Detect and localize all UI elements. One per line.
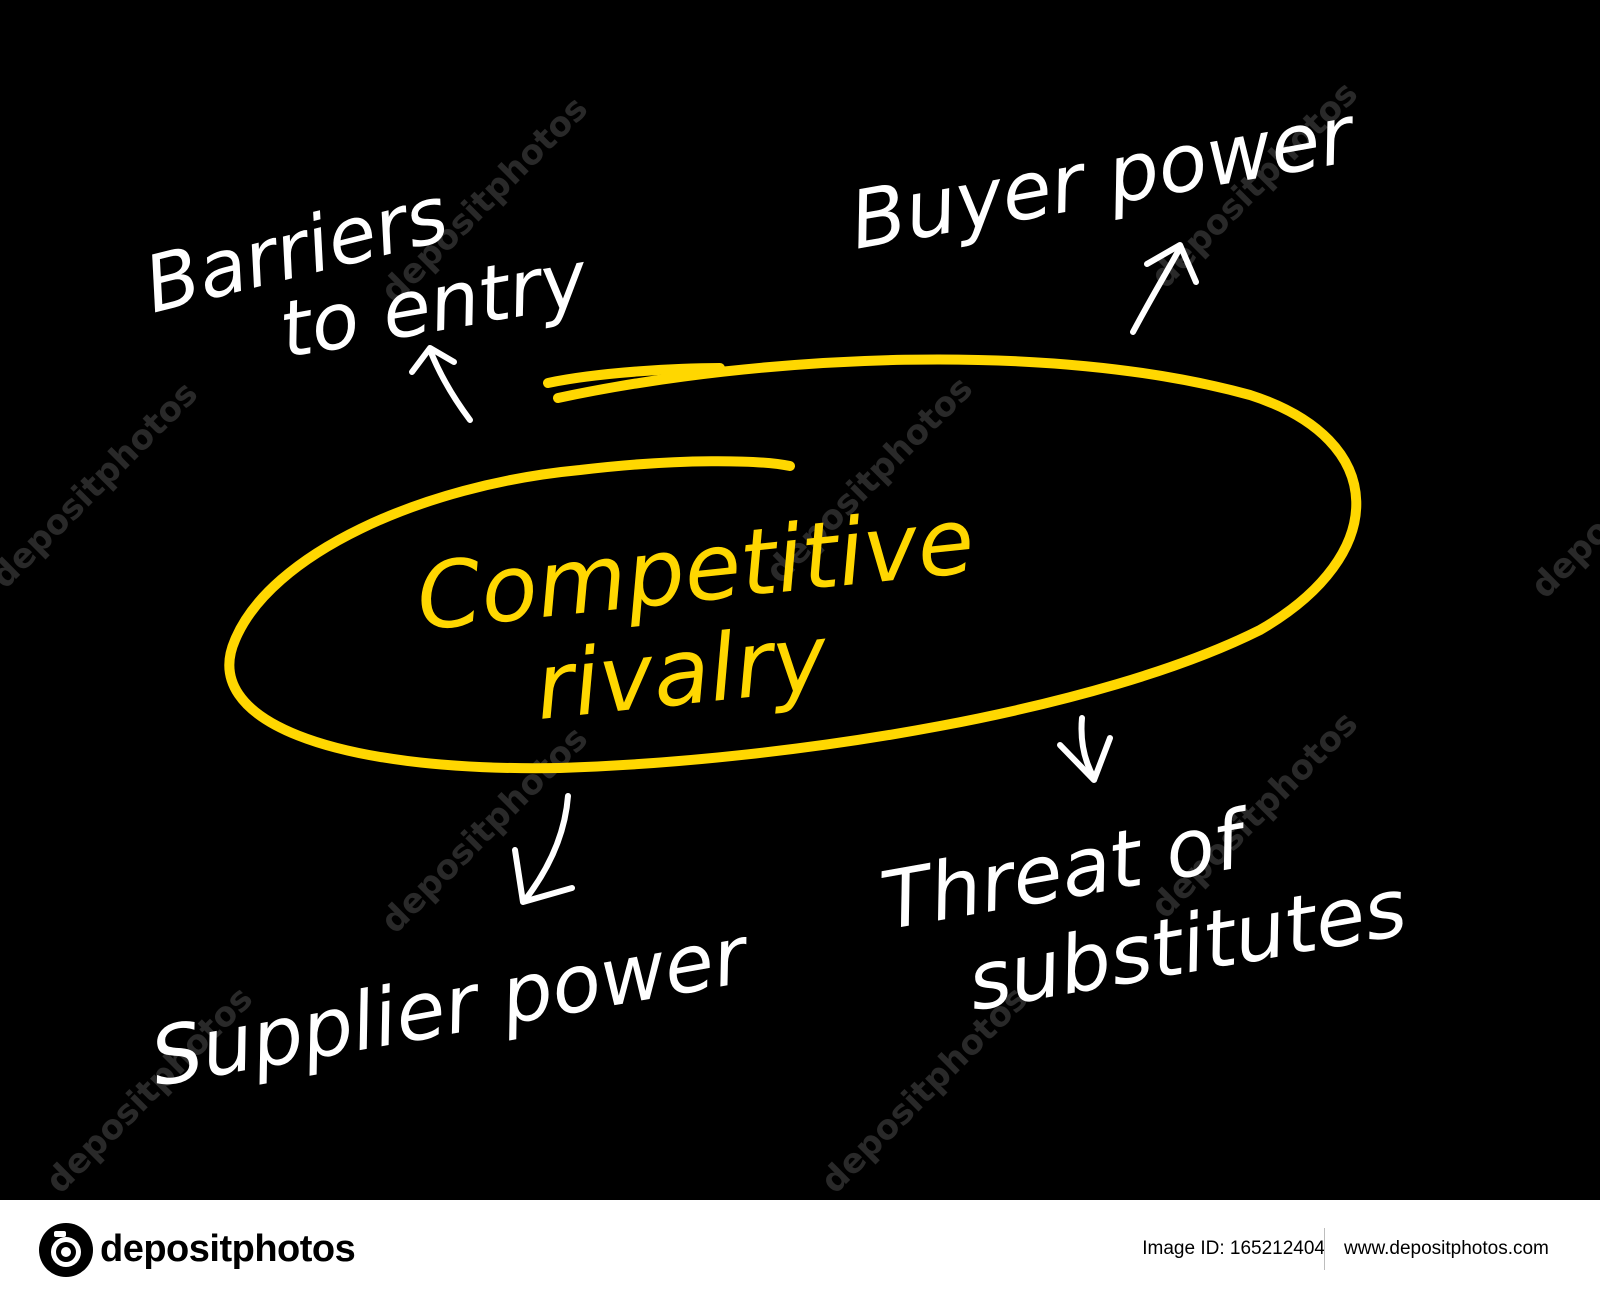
camera-aperture-icon bbox=[39, 1223, 93, 1277]
arrow-to-barriers bbox=[409, 345, 473, 423]
image-id-label: Image ID: 165212404 bbox=[1142, 1238, 1325, 1259]
footer-divider bbox=[1324, 1228, 1325, 1270]
watermark-text: depositphotos bbox=[0, 374, 206, 597]
node-supplier-line1: Supplier power bbox=[144, 907, 758, 1104]
footer-bar: depositphotos Image ID: 165212404 www.de… bbox=[0, 1200, 1600, 1300]
diagram-canvas: depositphotos depositphotos depositphoto… bbox=[0, 74, 1600, 1200]
highlight-ellipse bbox=[224, 354, 1362, 774]
arrow-to-buyer bbox=[1130, 242, 1199, 335]
highlight-ellipse-tail bbox=[543, 363, 725, 388]
diagram-board: depositphotos depositphotos depositphoto… bbox=[0, 73, 1600, 1200]
watermark-text: depositphotos bbox=[1523, 384, 1600, 607]
node-buyer-line1: Buyer power bbox=[843, 87, 1364, 268]
arrow-to-supplier bbox=[512, 793, 575, 905]
brand-logo-text: depositphotos bbox=[100, 1228, 356, 1270]
site-url: www.depositphotos.com bbox=[1344, 1238, 1549, 1259]
arrow-to-threat bbox=[1057, 715, 1113, 783]
